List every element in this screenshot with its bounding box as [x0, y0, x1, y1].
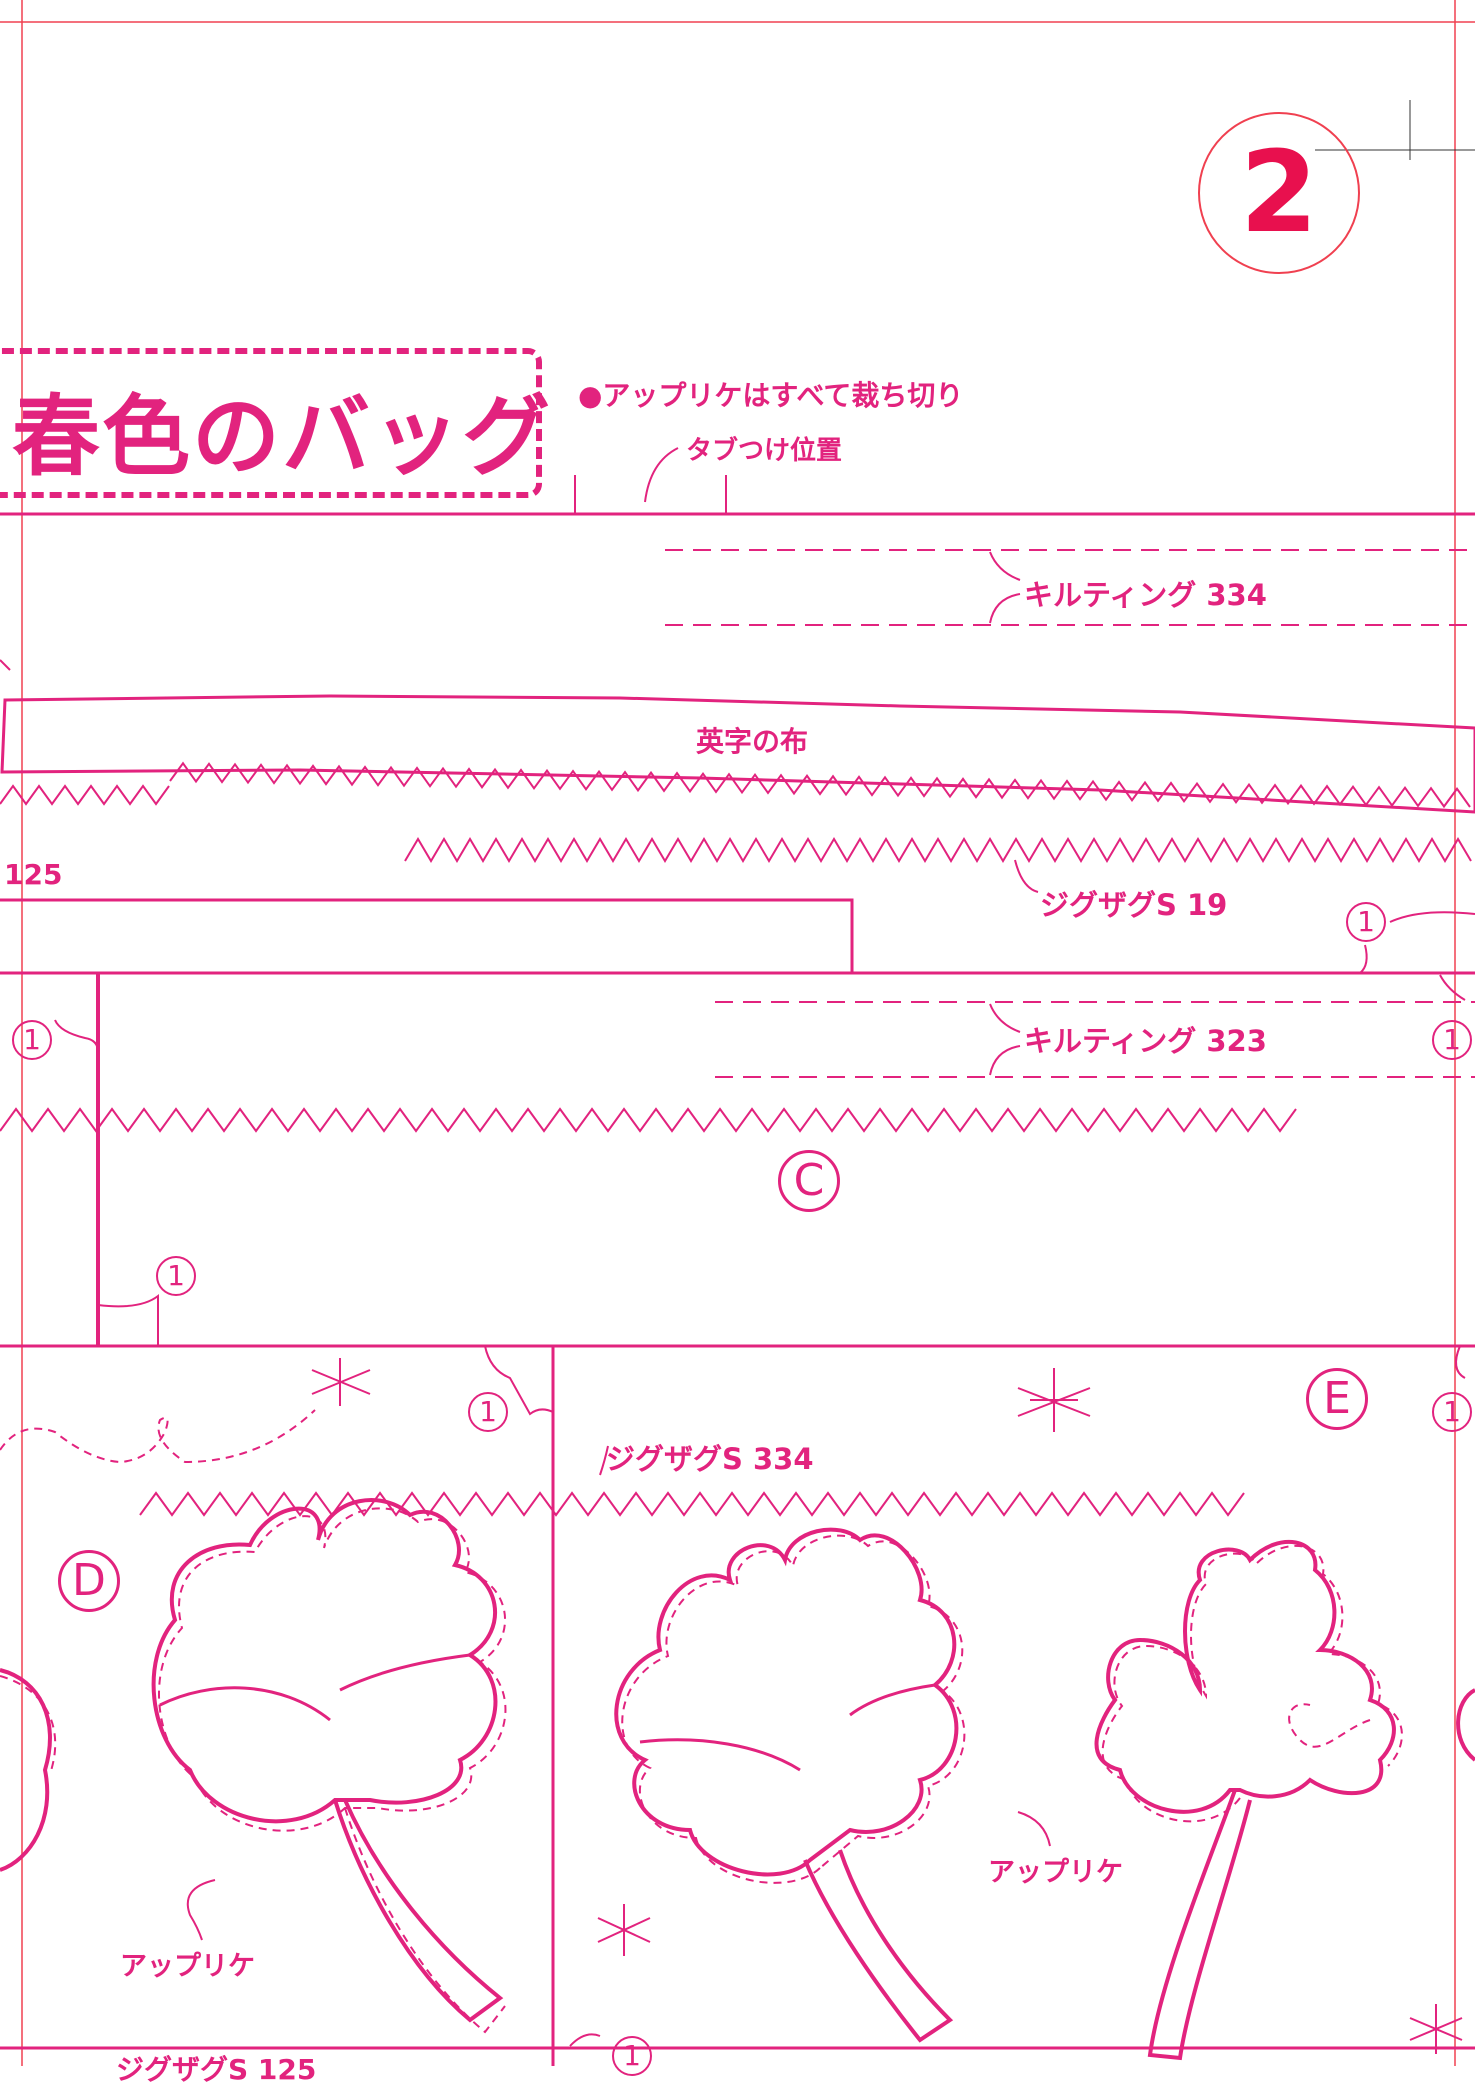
number-125: 125 — [4, 858, 63, 891]
title-frame — [0, 348, 542, 498]
marker-1: 1 — [612, 2036, 652, 2076]
cloth-label: 英字の布 — [696, 725, 809, 758]
section-d: D — [58, 1550, 120, 1612]
marker-1: 1 — [468, 1392, 508, 1432]
applique-label-right: アップリケ — [988, 1857, 1123, 1888]
cut-note: ●アップリケはすべて裁ち切り — [578, 379, 964, 412]
marker-1: 1 — [156, 1256, 196, 1296]
zigzag-label-125: ジグザグS 125 — [116, 2053, 317, 2086]
marker-1: 1 — [12, 1020, 52, 1060]
zigzag-label-19: ジグザグS 19 — [1040, 888, 1228, 922]
tab-position-label: タブつけ位置 — [686, 436, 843, 466]
applique-label-left: アップリケ — [120, 1951, 255, 1982]
marker-1: 1 — [1432, 1392, 1472, 1432]
zigzag-label-334: ジグザグS 334 — [606, 1442, 814, 1476]
marker-1: 1 — [1432, 1020, 1472, 1060]
page-number: 2 — [1240, 128, 1318, 258]
section-c: C — [778, 1150, 840, 1212]
page-title: 春色のバッグ — [12, 385, 553, 488]
section-e: E — [1306, 1368, 1368, 1430]
quilting-label-334: キルティング 334 — [1024, 578, 1267, 612]
page-number-circle — [1198, 112, 1360, 274]
marker-1: 1 — [1346, 902, 1386, 942]
quilting-label-323: キルティング 323 — [1024, 1024, 1267, 1058]
